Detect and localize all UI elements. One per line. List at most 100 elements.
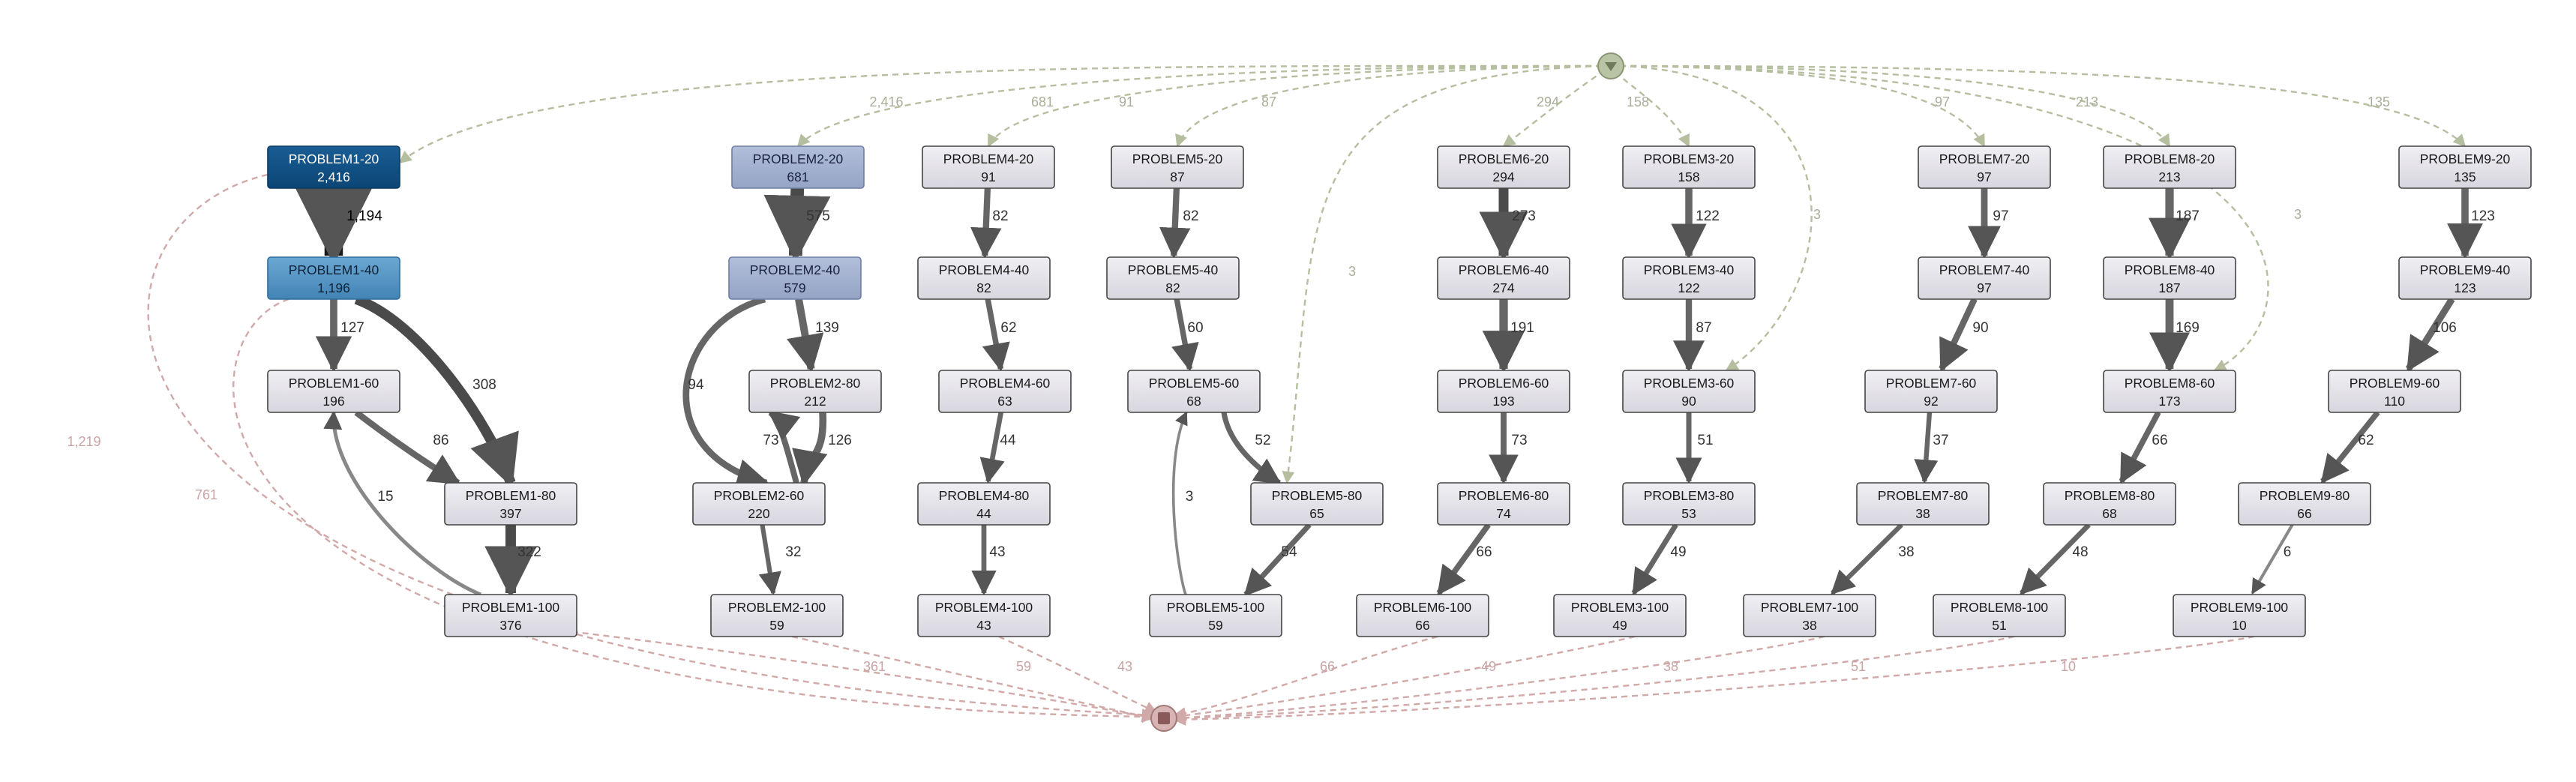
node-count: 10 [2232, 618, 2247, 633]
node-box[interactable] [1622, 370, 1756, 413]
node-box[interactable] [267, 256, 400, 300]
node-box[interactable] [2043, 482, 2176, 526]
node-problem1-20[interactable]: PROBLEM1-202,416 [267, 145, 400, 189]
edge-label: 38 [1898, 544, 1914, 560]
node-count: 193 [1492, 394, 1514, 409]
node-box[interactable] [1622, 256, 1756, 300]
node-box[interactable] [1933, 594, 2066, 637]
node-box[interactable] [917, 594, 1051, 637]
node-count: 579 [784, 280, 805, 295]
node-box[interactable] [1864, 370, 1998, 413]
node-box[interactable] [444, 482, 577, 526]
node-box[interactable] [2398, 256, 2532, 300]
node-box[interactable] [1111, 145, 1244, 189]
node-box[interactable] [2103, 370, 2236, 413]
node-box[interactable] [1149, 594, 1282, 637]
start-node[interactable] [1597, 52, 1624, 79]
node-box[interactable] [1918, 145, 2051, 189]
node-box[interactable] [2328, 370, 2461, 413]
node-box[interactable] [2103, 145, 2236, 189]
node-box[interactable] [1437, 256, 1570, 300]
node-box[interactable] [1622, 482, 1756, 526]
end-node[interactable] [1150, 705, 1177, 732]
node-box[interactable] [2173, 594, 2306, 637]
node-box[interactable] [1106, 256, 1240, 300]
node-box[interactable] [1127, 370, 1261, 413]
node-box[interactable] [1437, 145, 1570, 189]
node-box[interactable] [1437, 370, 1570, 413]
node-box[interactable] [938, 370, 1072, 413]
node-box[interactable] [922, 145, 1055, 189]
node-box[interactable] [692, 482, 826, 526]
node-box[interactable] [2238, 482, 2371, 526]
node-box[interactable] [710, 594, 844, 637]
node-box[interactable] [2398, 145, 2532, 189]
node-box[interactable] [1743, 594, 1876, 637]
node-count: 220 [748, 506, 769, 521]
node-box[interactable] [267, 145, 400, 189]
node-box[interactable] [1918, 256, 2051, 300]
node-box[interactable] [1553, 594, 1687, 637]
node-box[interactable] [1856, 482, 1990, 526]
node-box[interactable] [917, 256, 1051, 300]
node-box[interactable] [444, 594, 577, 637]
node-box[interactable] [1437, 482, 1570, 526]
node-label: PROBLEM9-80 [2260, 488, 2350, 503]
end-edge-label: 361 [863, 659, 886, 674]
node-box[interactable] [1356, 594, 1489, 637]
node-box[interactable] [748, 370, 882, 413]
node-problem1-40[interactable]: PROBLEM1-401,196 [267, 256, 400, 300]
node-box[interactable] [1250, 482, 1384, 526]
node-box[interactable] [2103, 256, 2236, 300]
node-box[interactable] [728, 256, 862, 300]
node-box[interactable] [917, 482, 1051, 526]
node-box[interactable] [731, 145, 865, 189]
node-box[interactable] [1622, 145, 1756, 189]
node-box[interactable] [267, 370, 400, 413]
node-label: PROBLEM8-20 [2125, 151, 2215, 166]
